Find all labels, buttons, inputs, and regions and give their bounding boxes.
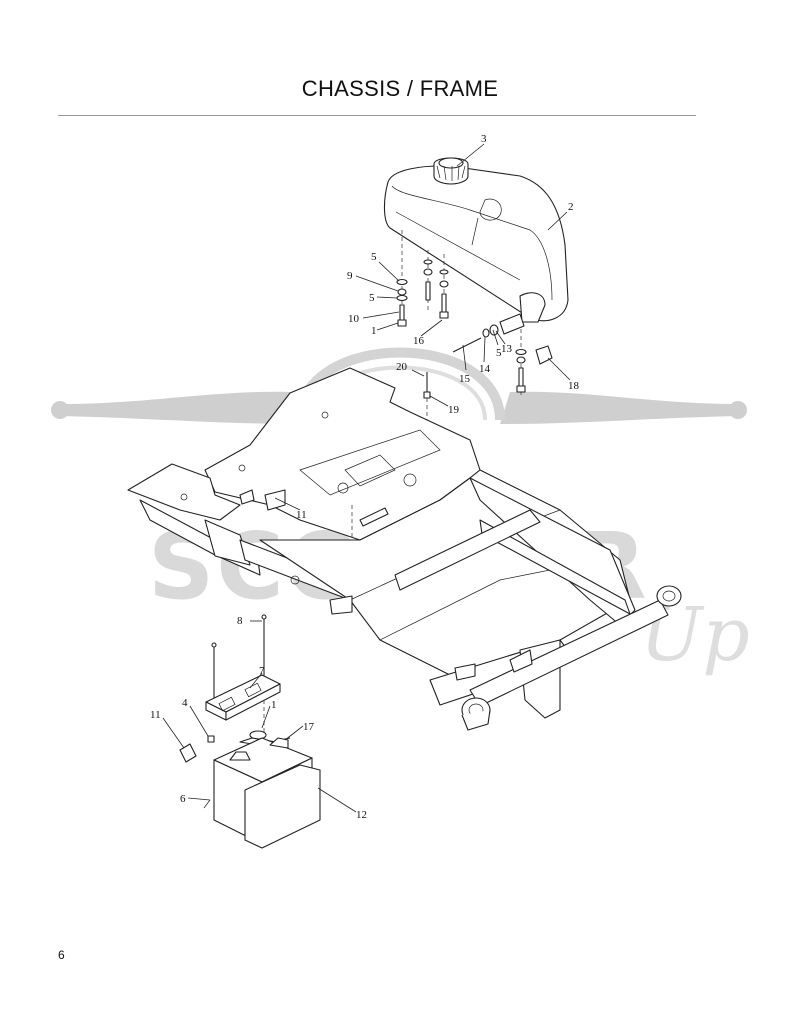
callout-label: 20: [396, 361, 408, 373]
battery-assembly: [179, 614, 321, 849]
callout-label: 16: [413, 335, 425, 347]
tank-hardware: [396, 230, 553, 490]
callout-label: 19: [448, 404, 460, 416]
callout-label: 11: [296, 509, 307, 521]
page-title: CHASSIS / FRAME: [301, 76, 499, 101]
fuel-tank: [383, 157, 569, 323]
leader-lines: [162, 143, 571, 813]
callout-label: 17: [303, 721, 315, 733]
title-divider: [58, 115, 696, 116]
callout-label: 7: [259, 665, 265, 677]
callout-label: 3: [481, 133, 487, 145]
callout-label: 18: [568, 380, 580, 392]
chassis-frame: [127, 367, 682, 731]
callout-label: 14: [479, 363, 491, 375]
callout-label: 1: [271, 699, 277, 711]
page-number: 6: [58, 948, 65, 962]
callout-label: 5: [369, 292, 375, 304]
callout-label: 13: [501, 343, 513, 355]
callout-label: 12: [356, 809, 367, 821]
callout-label: 15: [459, 373, 471, 385]
callout-labels: 3 2 5 9 5 10 1 16 13 15 14 5 18 20 19 11…: [150, 133, 580, 821]
callout-label: 9: [347, 270, 353, 282]
callout-label: 8: [237, 615, 243, 627]
callout-label: 5: [371, 251, 377, 263]
callout-label: 2: [568, 201, 574, 213]
callout-label: 5: [496, 347, 502, 359]
callout-label: 1: [371, 325, 377, 337]
callout-label: 10: [348, 313, 360, 325]
callout-label: 4: [182, 697, 188, 709]
callout-label: 11: [150, 709, 161, 721]
callout-label: 6: [180, 793, 186, 805]
